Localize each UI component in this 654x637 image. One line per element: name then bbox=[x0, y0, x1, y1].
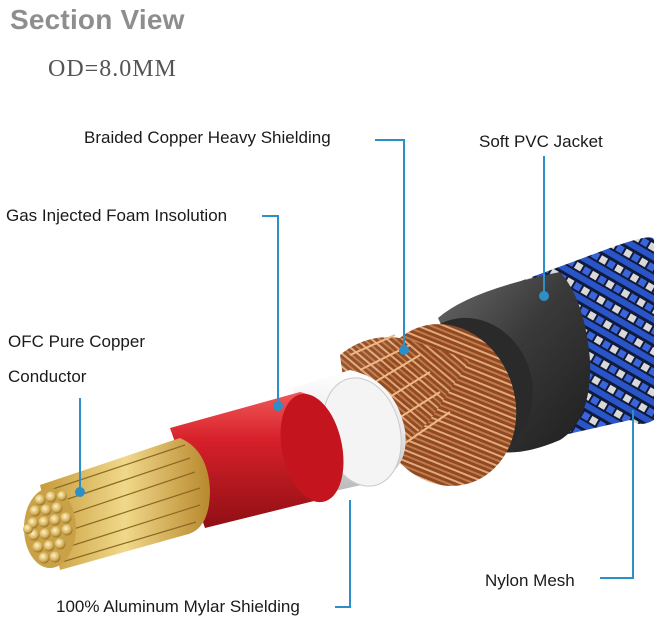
label-nylon-mesh: Nylon Mesh bbox=[485, 571, 575, 590]
outer-diameter-label: OD=8.0MM bbox=[48, 56, 177, 82]
diagram-title: Section View bbox=[10, 4, 185, 35]
strand-ends bbox=[23, 491, 73, 564]
label-conductor-line2: Conductor bbox=[8, 367, 87, 386]
leader-dot-foam bbox=[273, 401, 283, 411]
copper-conductor bbox=[23, 438, 210, 570]
leader-dot-pvc-jacket bbox=[539, 291, 549, 301]
label-mylar-shielding: 100% Aluminum Mylar Shielding bbox=[56, 597, 300, 616]
label-braided-shielding: Braided Copper Heavy Shielding bbox=[84, 128, 331, 147]
foam-insulation-layer bbox=[170, 392, 344, 528]
leader-line-nylon-mesh bbox=[600, 410, 634, 579]
label-foam-insulation: Gas Injected Foam Insolution bbox=[6, 206, 228, 225]
label-pvc-jacket: Soft PVC Jacket bbox=[479, 132, 603, 151]
leader-dot-conductor bbox=[75, 487, 85, 497]
leader-dot-braided bbox=[399, 345, 409, 355]
leader-line-braided bbox=[375, 139, 405, 350]
label-conductor-line1: OFC Pure Copper bbox=[8, 332, 145, 351]
leader-line-foam bbox=[262, 215, 279, 405]
leader-line-mylar bbox=[335, 500, 351, 608]
